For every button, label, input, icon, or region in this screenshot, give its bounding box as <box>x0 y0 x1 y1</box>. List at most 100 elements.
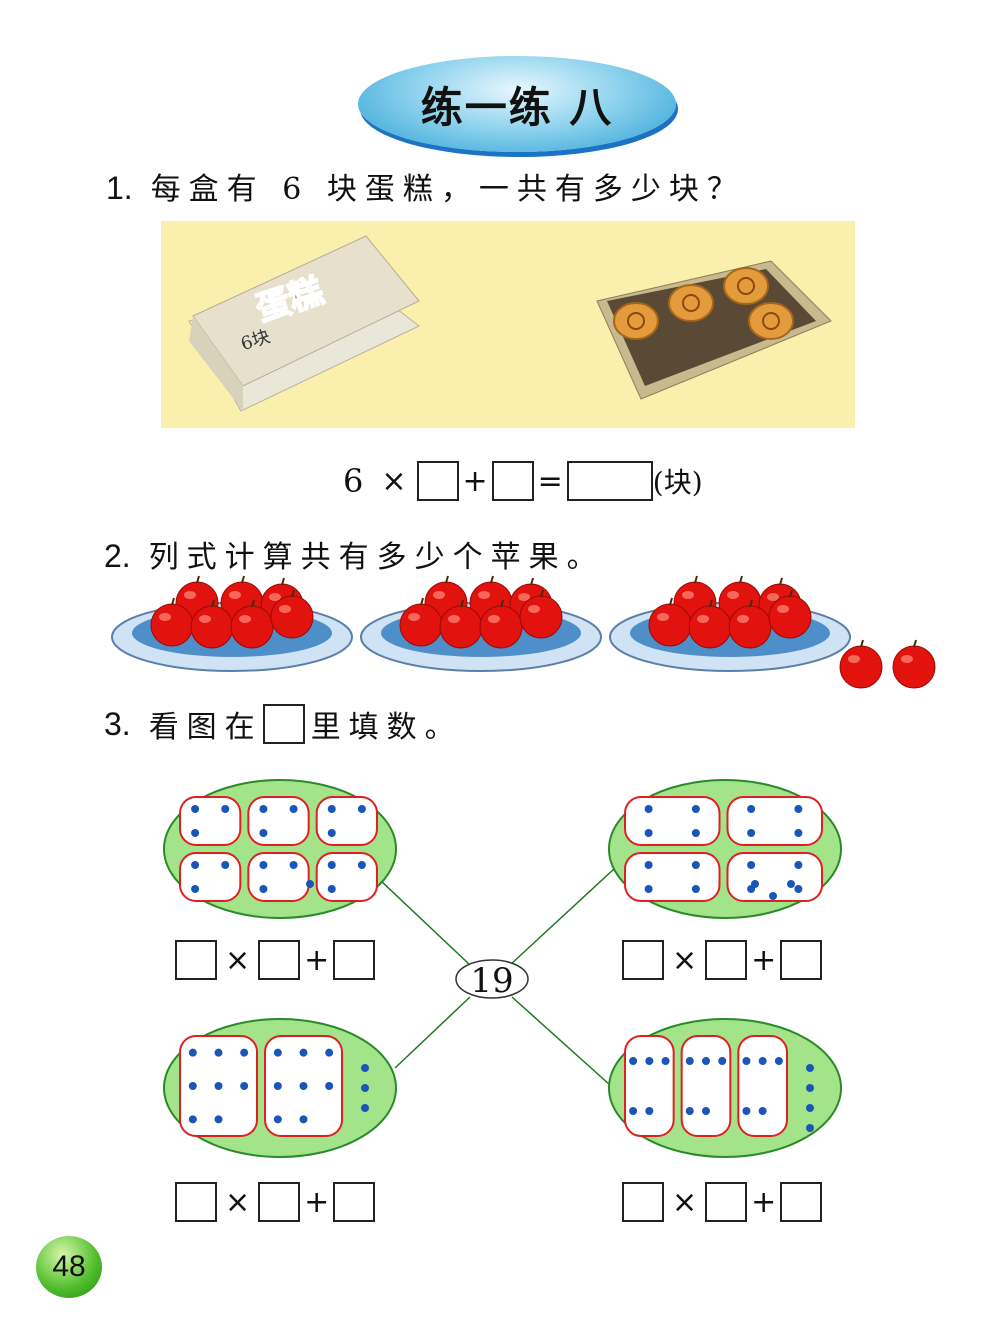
dot <box>645 1057 654 1065</box>
page-title: 练一练 八 <box>420 82 614 132</box>
factor-box[interactable] <box>258 1182 301 1222</box>
dot <box>742 1057 751 1065</box>
circled-group <box>179 1035 258 1137</box>
equals-sign: = <box>537 463 563 499</box>
apple <box>839 639 883 689</box>
times-sign: × <box>381 463 407 499</box>
circled-group <box>315 796 378 846</box>
dot <box>327 885 336 893</box>
dot <box>221 861 230 869</box>
question-number: 3. <box>104 705 131 742</box>
dot <box>273 1115 282 1124</box>
dot <box>644 885 653 893</box>
dot <box>644 861 653 869</box>
apple <box>519 589 563 639</box>
extra-dot <box>806 1104 814 1112</box>
factor-box[interactable] <box>258 940 301 980</box>
factor-box[interactable] <box>705 1182 748 1222</box>
remainder-box[interactable] <box>780 940 823 980</box>
dot <box>299 1115 308 1124</box>
question-text-end: 里填数。 <box>310 710 463 745</box>
dot <box>289 861 298 869</box>
dot <box>299 1082 308 1090</box>
question-text: 列式计算共有多少个苹果。 <box>148 540 605 575</box>
dot <box>629 1057 638 1065</box>
cake-illustration: 蛋糕 6块 <box>161 221 855 428</box>
dot <box>259 885 268 893</box>
q3-equation-3: ×+ <box>175 1182 376 1222</box>
factor-box[interactable] <box>622 1182 664 1222</box>
dot <box>742 1107 751 1115</box>
dot <box>691 805 700 813</box>
dot <box>644 829 653 837</box>
dot <box>644 805 653 813</box>
dot <box>191 861 200 869</box>
dot <box>240 1048 249 1057</box>
dot <box>718 1057 727 1065</box>
extra-dot <box>806 1064 814 1072</box>
factor-box[interactable] <box>622 940 664 980</box>
apple <box>688 599 732 649</box>
dot <box>325 1082 334 1090</box>
dot <box>191 885 200 893</box>
question-text: 看图在 <box>148 710 263 745</box>
times-sign: × <box>225 942 251 978</box>
dot <box>191 805 200 813</box>
circled-group <box>624 796 721 846</box>
circled-group <box>315 852 378 902</box>
question-2: 2. 列式计算共有多少个苹果。 <box>104 532 605 576</box>
dot <box>357 805 366 813</box>
unit-label: (块) <box>652 466 703 499</box>
dot-groups-diagram: 19 <box>163 779 842 1158</box>
question-number: 2. <box>104 538 131 574</box>
dot <box>273 1048 282 1057</box>
remainder-box[interactable] <box>780 1182 823 1222</box>
q1-equation: 6 × + = (块) <box>343 461 703 501</box>
apple <box>648 597 692 647</box>
dot <box>685 1057 694 1065</box>
times-sign: × <box>672 942 698 978</box>
answer-box-2[interactable] <box>491 461 534 501</box>
dot <box>357 861 366 869</box>
dot <box>794 885 803 893</box>
remainder-box[interactable] <box>333 940 376 980</box>
apple-plates-illustration <box>111 575 936 689</box>
extra-dot <box>787 880 795 888</box>
dot <box>221 805 230 813</box>
dot <box>774 1057 783 1065</box>
extra-dot <box>306 880 314 888</box>
dot <box>758 1107 767 1115</box>
dot <box>327 861 336 869</box>
apple <box>230 599 274 649</box>
plus-sign: + <box>304 1184 330 1220</box>
apple <box>270 589 314 639</box>
dot <box>327 829 336 837</box>
title-banner: 练一练 八 <box>358 56 676 152</box>
factor-box[interactable] <box>175 1182 217 1222</box>
factor-box[interactable] <box>175 940 217 980</box>
center-number-oval <box>455 959 529 999</box>
extra-dot <box>769 892 777 900</box>
dot <box>758 1057 767 1065</box>
circled-group <box>726 796 823 846</box>
dot <box>325 1048 334 1057</box>
remainder-box[interactable] <box>333 1182 376 1222</box>
dot <box>259 805 268 813</box>
circled-group <box>179 796 242 846</box>
plus-sign: + <box>304 942 330 978</box>
dot <box>259 861 268 869</box>
dot <box>747 829 756 837</box>
dot <box>188 1082 197 1090</box>
answer-box-1[interactable] <box>416 461 459 501</box>
question-text: 每盒有 6 块蛋糕，一共有多少块？ <box>150 172 745 207</box>
page-number: 48 <box>36 1236 102 1298</box>
answer-box-result[interactable] <box>566 461 653 501</box>
apple <box>190 599 234 649</box>
factor-box[interactable] <box>705 940 748 980</box>
dot <box>214 1048 223 1057</box>
dot <box>191 829 200 837</box>
dot <box>685 1107 694 1115</box>
q3-equation-4: ×+ <box>622 1182 823 1222</box>
circled-group <box>737 1035 788 1137</box>
dot <box>273 1082 282 1090</box>
